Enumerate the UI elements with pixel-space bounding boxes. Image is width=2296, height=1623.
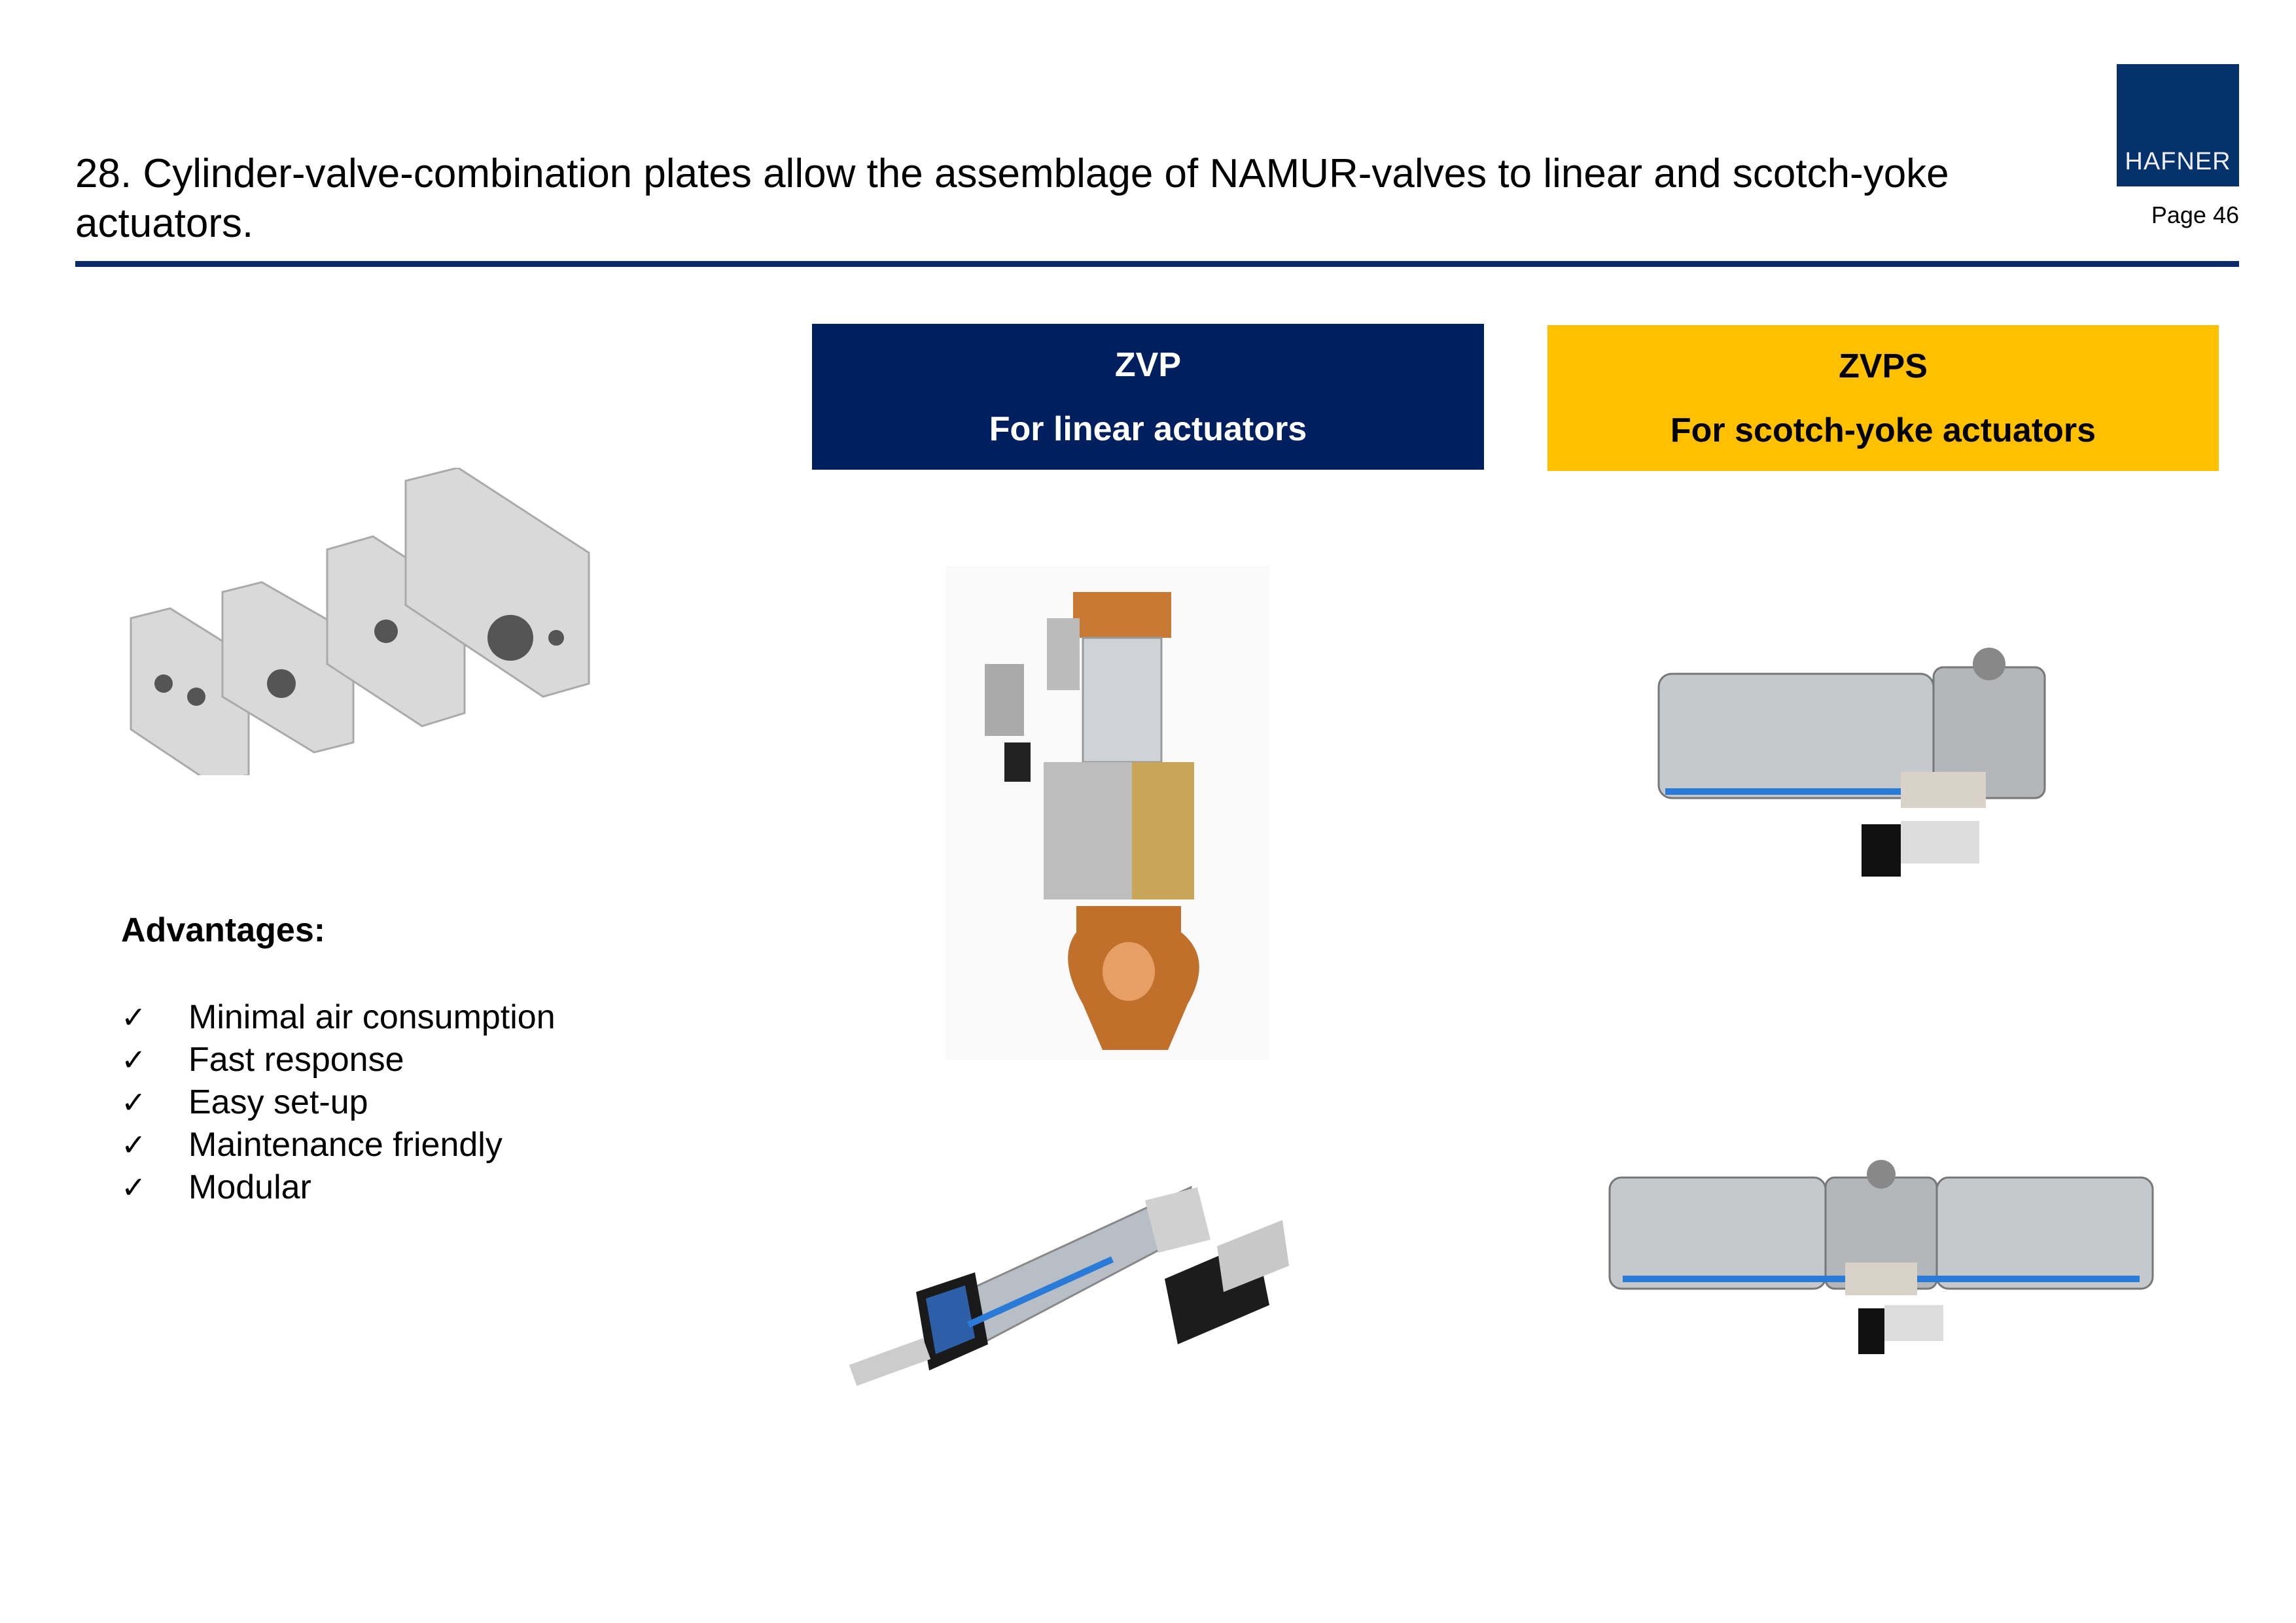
- linear-cylinder-image: [849, 1185, 1289, 1386]
- checkmark-icon: ✓: [121, 1000, 147, 1035]
- zvp-subtitle: For linear actuators: [989, 410, 1307, 448]
- zvp-code: ZVP: [1114, 345, 1182, 384]
- advantages-list: ✓Minimal air consumption ✓Fast response …: [121, 996, 556, 1209]
- combination-plates-image: [130, 468, 590, 775]
- list-item: ✓ Easy set-up: [121, 1081, 556, 1124]
- list-item-text: Maintenance friendly: [188, 1126, 503, 1164]
- title-divider: [75, 261, 2239, 267]
- page-number: Page 46: [2151, 201, 2239, 228]
- logo-text: HAFNER: [2125, 148, 2231, 175]
- hafner-logo: HAFNER: [2117, 64, 2239, 186]
- list-item: ✓ Maintenance friendly: [121, 1124, 556, 1166]
- list-item: ✓ Fast response: [121, 1039, 556, 1081]
- list-item-text: Fast response: [188, 1041, 404, 1079]
- list-item: ✓ Minimal air consumption: [121, 996, 556, 1039]
- checkmark-icon: ✓: [121, 1085, 147, 1120]
- scotch-yoke-actuator-image: [1657, 648, 2046, 877]
- list-item: ✓ Modular: [121, 1166, 556, 1209]
- zvp-header: ZVP For linear actuators: [812, 324, 1484, 470]
- list-item-text: Modular: [188, 1168, 311, 1206]
- slide-title: 28. Cylinder-valve-combination plates al…: [75, 151, 1949, 246]
- zvps-subtitle: For scotch-yoke actuators: [1670, 411, 2096, 449]
- zvps-code: ZVPS: [1839, 347, 1928, 385]
- advantages-heading: Advantages:: [121, 911, 326, 949]
- checkmark-icon: ✓: [121, 1042, 147, 1077]
- checkmark-icon: ✓: [121, 1170, 147, 1205]
- zvps-header: ZVPS For scotch-yoke actuators: [1547, 325, 2219, 471]
- list-item-text: Minimal air consumption: [188, 998, 556, 1036]
- double-scotch-yoke-actuator-image: [1608, 1160, 2154, 1354]
- checkmark-icon: ✓: [121, 1127, 147, 1162]
- linear-valve-actuator-image: [945, 566, 1269, 1060]
- list-item-text: Easy set-up: [188, 1083, 368, 1121]
